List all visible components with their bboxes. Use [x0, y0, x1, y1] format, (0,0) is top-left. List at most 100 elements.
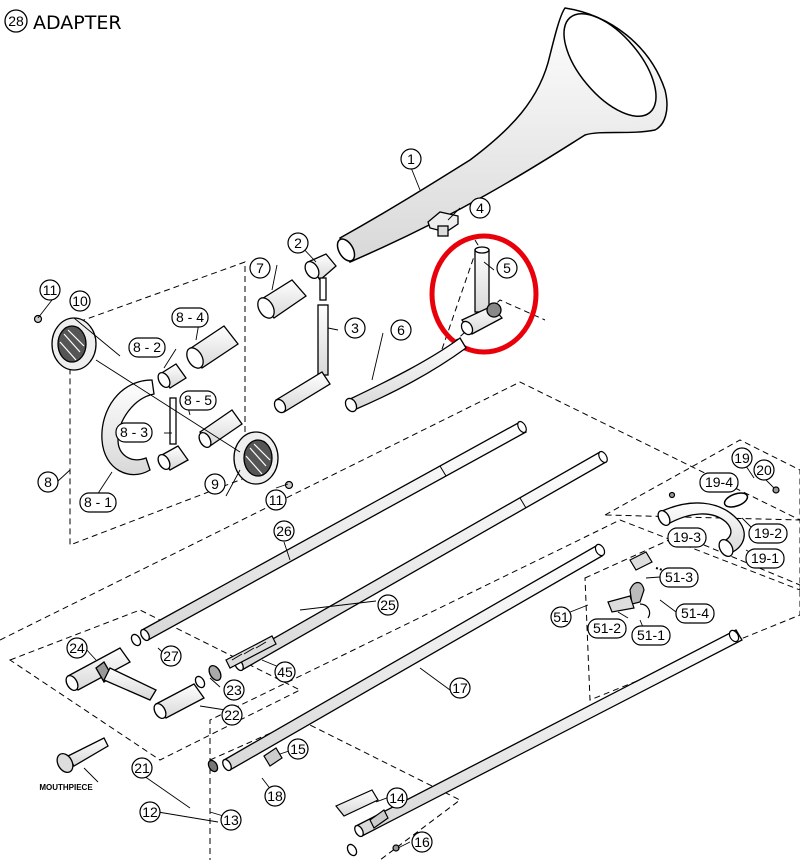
svg-text:24: 24: [69, 640, 85, 656]
svg-text:16: 16: [414, 834, 430, 850]
title: 28 ADAPTER: [4, 9, 122, 34]
label-6: 6: [390, 319, 412, 341]
label-4: 4: [469, 197, 491, 219]
svg-text:25: 25: [380, 597, 396, 613]
title-number-circle: [4, 9, 28, 33]
svg-text:10: 10: [72, 293, 88, 309]
part-15-cap: [263, 747, 283, 767]
svg-text:9: 9: [211, 476, 219, 492]
box-labels: 8 - 1 8 - 2 8 - 3 8 - 4 8 - 5 19-1 19-2 …: [79, 307, 788, 646]
part-20-screw: [668, 486, 780, 499]
svg-text:19-3: 19-3: [673, 529, 701, 545]
label-8-5: 8 - 5: [179, 390, 217, 411]
label-16: 16: [411, 831, 433, 853]
label-8-4: 8 - 4: [171, 307, 209, 328]
label-24: 24: [66, 637, 88, 659]
svg-text:4: 4: [476, 200, 484, 216]
svg-text:1: 1: [407, 151, 415, 167]
svg-text:11: 11: [43, 282, 58, 298]
label-22: 22: [221, 704, 243, 726]
part-7-tube: [257, 279, 307, 319]
part-5-tee: [460, 246, 504, 336]
label-51: 51: [550, 606, 572, 628]
svg-text:26: 26: [276, 523, 292, 539]
part-22-ferrule: [153, 683, 205, 720]
label-26: 26: [273, 520, 295, 542]
label-8-1: 8 - 1: [79, 492, 117, 513]
label-27: 27: [160, 645, 182, 667]
label-51-3: 51-3: [659, 567, 699, 588]
svg-text:23: 23: [226, 682, 242, 698]
svg-text:18: 18: [267, 788, 283, 804]
label-51-1: 51-1: [631, 625, 671, 646]
slide-tube-17: [222, 545, 743, 838]
label-1: 1: [400, 148, 422, 170]
label-19-3: 19-3: [667, 527, 707, 548]
label-9: 9: [204, 473, 226, 495]
svg-text:27: 27: [163, 648, 179, 664]
part-2-elbow: [304, 253, 337, 301]
label-19-4: 19-4: [699, 472, 739, 493]
svg-text:6: 6: [397, 322, 405, 338]
part-24-ferrule: [65, 647, 157, 701]
label-18: 18: [264, 785, 286, 807]
part-8-3-tee: [157, 445, 189, 471]
svg-text:14: 14: [389, 790, 405, 806]
part-6-tube: [344, 337, 467, 413]
part-51-mechanism: [607, 551, 677, 619]
label-51-2: 51-2: [587, 618, 627, 639]
part-9-cap: [233, 431, 279, 485]
group-24-outline: [8, 609, 302, 761]
part-3-tube: [273, 304, 331, 414]
label-11b: 11: [265, 489, 287, 511]
highlight-circle: [429, 233, 539, 355]
label-45: 45: [274, 661, 296, 683]
group-19-outline: [603, 439, 800, 521]
circle-labels: 1 2 3 4 5 6 7 8 9 10 11 11 12 13 14 15 1…: [37, 148, 775, 853]
mouthpiece: [56, 737, 109, 773]
part-8-1-crook: [101, 379, 155, 476]
svg-text:13: 13: [223, 812, 239, 828]
label-15: 15: [287, 738, 309, 760]
label-25: 25: [377, 594, 399, 616]
svg-text:51-3: 51-3: [665, 569, 693, 585]
part-8-2-tee: [157, 363, 187, 445]
label-2: 2: [287, 232, 309, 254]
svg-text:45: 45: [277, 664, 293, 680]
svg-text:22: 22: [224, 707, 240, 723]
part-14-brace: [335, 789, 389, 829]
svg-text:51-2: 51-2: [593, 620, 621, 636]
small-rings: [130, 633, 358, 857]
label-20: 20: [753, 459, 775, 481]
svg-text:8 - 4: 8 - 4: [176, 309, 204, 325]
part-45-sleeve: [225, 635, 277, 669]
label-3: 3: [344, 317, 366, 339]
svg-text:20: 20: [756, 462, 772, 478]
label-12: 12: [139, 801, 161, 823]
bell-part-1: [336, 7, 668, 263]
svg-text:51: 51: [553, 609, 569, 625]
label-14: 14: [386, 787, 408, 809]
label-5: 5: [496, 257, 518, 279]
label-21: 21: [131, 757, 153, 779]
svg-text:19-1: 19-1: [751, 550, 779, 566]
svg-text:21: 21: [134, 760, 150, 776]
group-outlines: [0, 239, 800, 861]
svg-text:8 - 1: 8 - 1: [84, 494, 112, 510]
label-19-1: 19-1: [745, 548, 785, 569]
svg-text:12: 12: [142, 804, 158, 820]
svg-text:19-4: 19-4: [705, 474, 733, 490]
label-23: 23: [223, 679, 245, 701]
label-8-2: 8 - 2: [128, 337, 166, 358]
svg-text:8: 8: [44, 474, 52, 490]
svg-text:19: 19: [734, 450, 750, 466]
part-51-end-tube: [517, 420, 740, 643]
svg-text:15: 15: [290, 741, 306, 757]
label-10: 10: [69, 290, 91, 312]
label-17: 17: [449, 677, 471, 699]
svg-text:5: 5: [503, 260, 511, 276]
svg-text:11: 11: [269, 492, 284, 508]
title-text: ADAPTER: [33, 12, 122, 34]
part-10-cap: [51, 317, 97, 371]
label-11a: 11: [39, 279, 61, 301]
